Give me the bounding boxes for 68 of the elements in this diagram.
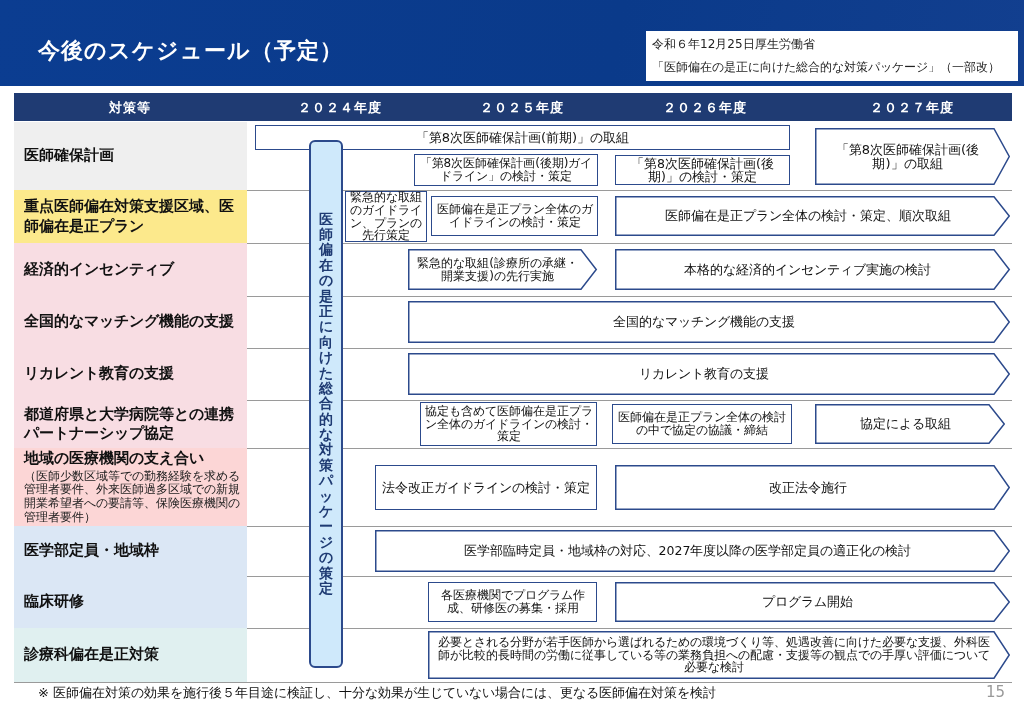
- arrow-bar: [815, 128, 1010, 185]
- task-text: リカレント教育の支援: [639, 367, 769, 381]
- column-header: ２０２６年度: [663, 99, 747, 117]
- task-text: プログラム開始: [762, 595, 853, 609]
- task-box: [375, 465, 597, 510]
- arrow-bar: [615, 249, 1010, 290]
- row-header: [14, 448, 247, 526]
- task-text: 「第8次医師確保計画(後期)ガイドライン」の検討・策定: [418, 157, 594, 183]
- vertical-band: [309, 140, 343, 668]
- column-header: ２０２４年度: [298, 99, 382, 117]
- row-title: 全国的なマッチング機能の支援: [24, 312, 234, 332]
- task-box: [612, 404, 792, 444]
- task-text: 各医療機関でプログラム作成、研修医の募集・採用: [439, 589, 586, 615]
- row-title: 医師確保計画: [24, 146, 114, 166]
- task-text: 医師偏在是正プラン全体の検討の中で協定の協議・締結: [617, 411, 787, 437]
- row-title: 診療科偏在是正対策: [24, 645, 159, 665]
- column-header: ２０２７年度: [870, 99, 954, 117]
- page-number: 15: [986, 683, 1006, 701]
- row-title: 経済的インセンティブ: [24, 259, 174, 280]
- arrow-bar: [408, 301, 1010, 343]
- task-box: [615, 155, 790, 185]
- task-text: 医師偏在是正プラン全体の検討・策定、順次取組: [664, 209, 951, 223]
- arrow-bar: [428, 631, 1010, 679]
- row-title: 医学部定員・地域枠: [24, 541, 159, 561]
- task-text: 法令改正ガイドラインの検討・策定: [382, 480, 590, 495]
- row-title: 地域の医療機関の支え合い: [24, 449, 204, 469]
- column-header: 対策等: [109, 99, 151, 117]
- row-header: [14, 576, 247, 628]
- task-text: 「第8次医師確保計画(前期)」の取組: [415, 130, 630, 145]
- row-header: [14, 122, 247, 190]
- task-text: 「第8次医師確保計画(後期)」の取組: [834, 142, 981, 171]
- row-header: [14, 400, 247, 448]
- row-note: （医師少数区域等での勤務経験を求める管理者要件、外来医師過多区域での新規開業希望者への要請等、保険医療機関の管理者要件）: [24, 469, 241, 525]
- title: 今後のスケジュール（予定）: [38, 37, 343, 65]
- source-note: 令和６年12月25日厚生労働省: [652, 36, 816, 53]
- task-text: 全国的なマッチング機能の支援: [613, 315, 795, 329]
- arrow-bar: [615, 465, 1010, 510]
- row-title: 重点医師偏在対策支援区域、医師偏在是正プラン: [24, 197, 235, 236]
- task-text: 緊急的な取組のガイドライン、プランの先行策定: [349, 191, 423, 242]
- task-text: 協定も含めて医師偏在是正プラン全体のガイドラインの検討・策定: [424, 405, 593, 443]
- arrow-bar: [615, 582, 1010, 622]
- arrow-bar: [408, 353, 1010, 395]
- task-box: [255, 125, 790, 150]
- row-title: リカレント教育の支援: [24, 364, 174, 384]
- arrow-bar: [815, 404, 1005, 444]
- column-header: ２０２５年度: [480, 99, 564, 117]
- task-box: [431, 196, 598, 236]
- row-title: 都道府県と大学病院等との連携パートナーシップ協定: [24, 404, 235, 444]
- task-text: 緊急的な取組(診療所の承継・開業支援)の先行実施: [416, 256, 579, 283]
- task-text: 「第8次医師確保計画(後期)」の検討・策定: [630, 156, 775, 184]
- task-text: 医学部臨時定員・地域枠の対応、2027年度以降の医学部定員の適正化の検討: [463, 544, 912, 558]
- arrow-bar: [375, 530, 1010, 572]
- task-text: 必要とされる分野が若手医師から選ばれるための環境づくり等、処遇改善に向けた必要な支援、外科医師が比較的長時間の労働に従事している等の業務負担への配慮・支援等の観点での手厚い評価について必要な検討: [437, 636, 991, 674]
- source-note: 「医師偏在の是正に向けた総合的な対策パッケージ」（一部改）: [652, 59, 1001, 76]
- row-header: [14, 243, 247, 296]
- row-header: [14, 628, 247, 682]
- row-title: 臨床研修: [24, 592, 84, 612]
- row-header: [14, 526, 247, 576]
- task-text: 協定による取組: [859, 417, 951, 431]
- band-text: 医師偏在の是正に向けた総合的な対策パッケージの策定: [319, 211, 333, 597]
- task-text: 本格的な経済的インセンティブ実施の検討: [684, 262, 931, 277]
- arrow-bar: [615, 196, 1010, 236]
- arrow-bar: [408, 249, 597, 290]
- task-text: 改正法令施行: [768, 480, 847, 495]
- task-box: [428, 582, 597, 622]
- task-text: 医師偏在是正プラン全体のガイドラインの検討・策定: [435, 203, 594, 229]
- row-header: [14, 190, 247, 243]
- footnote: ※ 医師偏在対策の効果を施行後５年目途に検証し、十分な効果が生じていない場合には、更なる医師偏在対策を検討: [38, 684, 717, 702]
